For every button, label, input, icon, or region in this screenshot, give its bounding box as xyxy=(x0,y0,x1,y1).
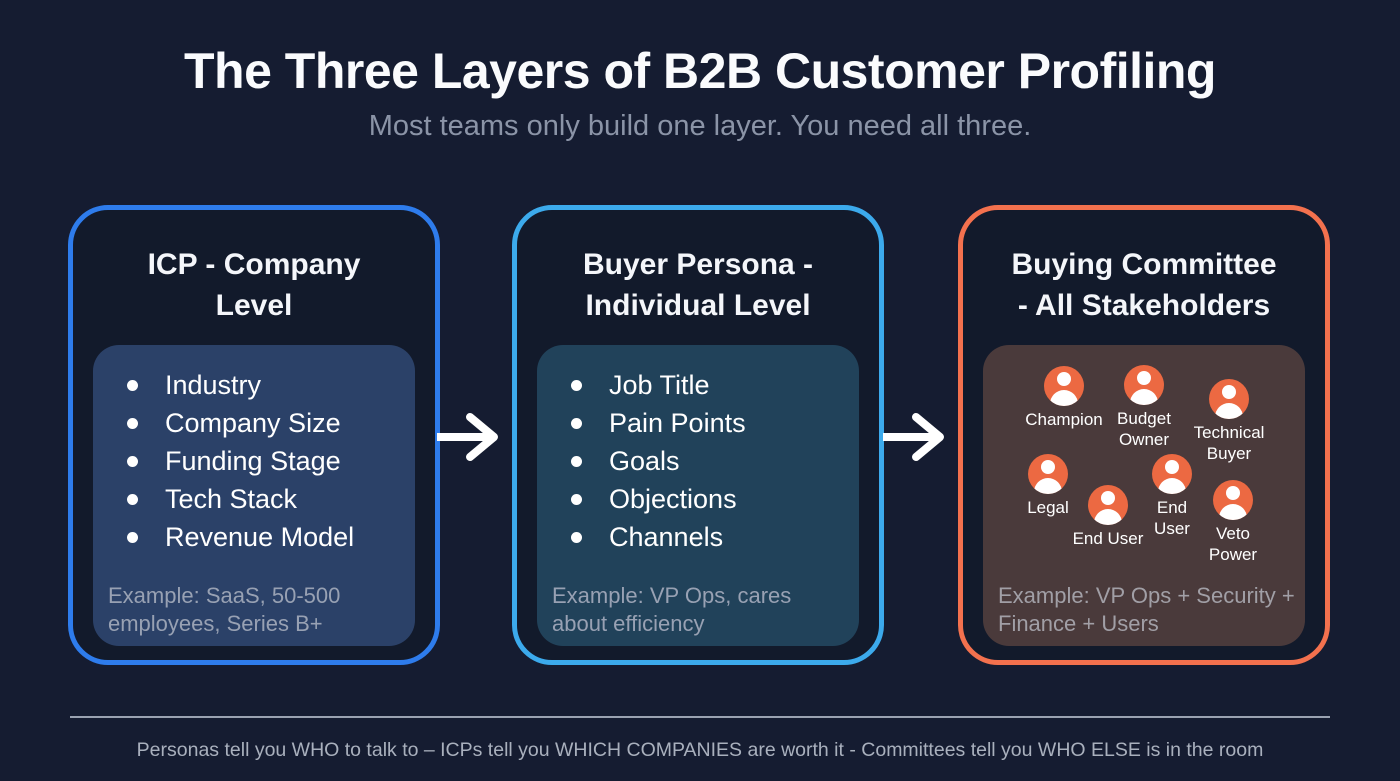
card-title-line: ICP - Company xyxy=(147,248,361,281)
card-persona-panel: Job Title Pain Points Goals Objections C… xyxy=(537,345,859,646)
bullet-dot-icon xyxy=(127,493,138,505)
stakeholder-technical-buyer: Technical Buyer xyxy=(1179,379,1279,464)
stakeholder-label: End User xyxy=(1072,529,1144,548)
arrow-right-icon xyxy=(434,407,514,467)
bullet-item: Revenue Model xyxy=(127,518,415,556)
bullet-label: Industry xyxy=(165,369,262,400)
arrow-right-icon xyxy=(880,407,960,467)
person-icon xyxy=(1209,379,1249,419)
person-icon xyxy=(1124,365,1164,405)
bullet-label: Tech Stack xyxy=(165,483,298,514)
stakeholder-label: Veto Power xyxy=(1208,524,1258,564)
card-title-line: Buying Committee xyxy=(1011,248,1277,281)
bullet-item: Company Size xyxy=(127,404,415,442)
card-title-line: - All Stakeholders xyxy=(1017,289,1271,322)
card-title-line: Level xyxy=(215,289,293,322)
bullet-item: Objections xyxy=(571,480,859,518)
bullet-label: Channels xyxy=(609,521,724,552)
card-icp-panel: Industry Company Size Funding Stage Tech… xyxy=(93,345,415,646)
bullet-item: Job Title xyxy=(571,366,859,404)
card-committee-title: Buying Committee - All Stakeholders xyxy=(971,244,1317,326)
stakeholder-label: Technical Buyer xyxy=(1193,423,1265,463)
bullet-dot-icon xyxy=(571,455,582,467)
person-icon xyxy=(1028,454,1068,494)
stakeholder-label: Champion xyxy=(1025,410,1103,429)
person-icon xyxy=(1088,485,1128,525)
bullet-dot-icon xyxy=(571,493,582,505)
person-icon xyxy=(1044,366,1084,406)
bullet-dot-icon xyxy=(571,379,582,391)
stakeholder-label: End User xyxy=(1154,498,1190,538)
bullet-dot-icon xyxy=(127,417,138,429)
bullet-item: Tech Stack xyxy=(127,480,415,518)
card-persona: Buyer Persona - Individual Level Job Tit… xyxy=(512,205,884,665)
card-icp: ICP - Company Level Industry Company Siz… xyxy=(68,205,440,665)
icp-example-text: Example: SaaS, 50-500 employees, Series … xyxy=(108,583,341,636)
stakeholder-end-user: End User xyxy=(1142,454,1202,539)
bullet-label: Goals xyxy=(609,445,680,476)
stakeholder-label: Budget Owner xyxy=(1117,409,1171,449)
stakeholder-champion: Champion xyxy=(1019,366,1109,430)
person-icon xyxy=(1213,480,1253,520)
card-persona-title: Buyer Persona - Individual Level xyxy=(525,244,871,326)
footer-text: Personas tell you WHO to talk to – ICPs … xyxy=(136,739,1264,761)
stakeholder-end-user: End User xyxy=(1063,485,1153,549)
bullet-item: Pain Points xyxy=(571,404,859,442)
bullet-label: Revenue Model xyxy=(165,521,355,552)
page-title: The Three Layers of B2B Customer Profili… xyxy=(184,43,1216,99)
stakeholder-label: Legal xyxy=(1027,498,1069,517)
persona-bullet-list: Job Title Pain Points Goals Objections C… xyxy=(537,345,859,556)
bullet-label: Funding Stage xyxy=(165,445,341,476)
bullet-label: Job Title xyxy=(609,369,710,400)
bullet-item: Channels xyxy=(571,518,859,556)
card-icp-title: ICP - Company Level xyxy=(81,244,427,326)
bullet-dot-icon xyxy=(571,531,582,543)
committee-example-text: Example: VP Ops + Security + Finance + U… xyxy=(998,583,1295,636)
bullet-dot-icon xyxy=(127,531,138,543)
bullet-label: Pain Points xyxy=(609,407,746,438)
bullet-item: Goals xyxy=(571,442,859,480)
person-icon xyxy=(1152,454,1192,494)
stakeholder-veto-power: Veto Power xyxy=(1198,480,1268,565)
card-title-line: Buyer Persona - xyxy=(582,248,814,281)
card-title-line: Individual Level xyxy=(585,289,811,322)
card-committee-panel: Champion Budget Owner Technical Buyer Le… xyxy=(983,345,1305,646)
bullet-label: Company Size xyxy=(165,407,341,438)
bullet-label: Objections xyxy=(609,483,737,514)
stakeholder-legal: Legal xyxy=(1003,454,1093,518)
bullet-dot-icon xyxy=(127,379,138,391)
footer-divider xyxy=(70,716,1330,718)
persona-example-text: Example: VP Ops, cares about efficiency xyxy=(552,583,792,636)
page-subtitle: Most teams only build one layer. You nee… xyxy=(368,110,1032,142)
bullet-item: Funding Stage xyxy=(127,442,415,480)
bullet-dot-icon xyxy=(127,455,138,467)
icp-bullet-list: Industry Company Size Funding Stage Tech… xyxy=(93,345,415,556)
card-committee: Buying Committee - All Stakeholders Cham… xyxy=(958,205,1330,665)
stakeholder-budget-owner: Budget Owner xyxy=(1104,365,1184,450)
bullet-item: Industry xyxy=(127,366,415,404)
bullet-dot-icon xyxy=(571,417,582,429)
